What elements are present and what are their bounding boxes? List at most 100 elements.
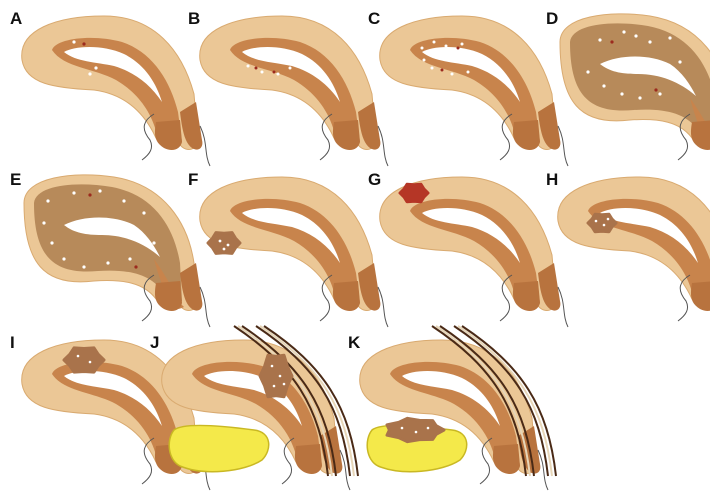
endometrial-spot-red bbox=[82, 42, 85, 45]
endometrial-spot bbox=[620, 92, 623, 95]
endometrial-spot bbox=[62, 257, 65, 260]
endometrial-spot bbox=[72, 191, 75, 194]
endometrial-spot bbox=[273, 385, 276, 388]
endometrial-spot bbox=[421, 47, 424, 50]
endometrial-spot bbox=[247, 65, 250, 68]
endometrial-spot bbox=[279, 375, 282, 378]
endometrial-spot bbox=[98, 189, 101, 192]
panel-e: E bbox=[10, 170, 210, 327]
endometrial-spot bbox=[638, 96, 641, 99]
panel-f: F bbox=[188, 170, 388, 327]
endometrial-spot bbox=[598, 38, 601, 41]
endometrial-spot bbox=[82, 265, 85, 268]
endometrial-spot bbox=[142, 211, 145, 214]
endometrial-spot bbox=[423, 59, 426, 62]
panel-label: G bbox=[368, 170, 381, 189]
cervix-lip-posterior bbox=[333, 281, 360, 311]
endometrial-spot bbox=[42, 221, 45, 224]
endometrial-spot bbox=[445, 45, 448, 48]
endometrial-spot bbox=[50, 241, 53, 244]
endometrial-spot-red bbox=[610, 40, 613, 43]
panel-label: A bbox=[10, 9, 22, 28]
endometrial-spot bbox=[277, 73, 280, 76]
endometrial-spot bbox=[471, 51, 474, 54]
endometrial-spot bbox=[415, 431, 418, 434]
endometrial-spot-red bbox=[457, 47, 460, 50]
myometrium bbox=[560, 14, 710, 150]
endometrial-spot bbox=[72, 40, 75, 43]
bladder bbox=[169, 425, 269, 471]
adenomyoma-nodule bbox=[588, 214, 616, 231]
endometrial-spot bbox=[607, 218, 610, 221]
external-endometriotic-nodule bbox=[64, 348, 104, 372]
panel-d: D bbox=[546, 9, 710, 166]
panel-label: E bbox=[10, 170, 21, 189]
panel-b: B bbox=[188, 9, 388, 166]
endometrial-spot bbox=[451, 73, 454, 76]
subserosal-nodule bbox=[400, 184, 428, 201]
panel-label: F bbox=[188, 170, 198, 189]
cervix-lip-posterior bbox=[691, 281, 710, 311]
endometrial-spot bbox=[622, 30, 625, 33]
endometrial-spot bbox=[46, 199, 49, 202]
endometrial-spot bbox=[431, 67, 434, 70]
panel-label: K bbox=[348, 333, 361, 352]
panel-label: J bbox=[150, 333, 159, 352]
endometrial-spot bbox=[128, 257, 131, 260]
endometrial-spot bbox=[603, 224, 606, 227]
endometrial-spot-red bbox=[88, 193, 91, 196]
panel-c: C bbox=[368, 9, 568, 166]
cervix-lip-posterior bbox=[513, 281, 540, 311]
cervix-lip-posterior bbox=[295, 444, 322, 474]
panel-a: A bbox=[10, 9, 210, 166]
cervix-lip-posterior bbox=[155, 281, 182, 311]
endometrial-spot bbox=[401, 427, 404, 430]
panel-label: D bbox=[546, 9, 558, 28]
endometrial-spot bbox=[602, 84, 605, 87]
endometrial-spot bbox=[89, 361, 92, 364]
endometrial-spot bbox=[586, 70, 589, 73]
endometrial-spot bbox=[467, 71, 470, 74]
cervix-lip-posterior bbox=[155, 120, 182, 150]
endometrial-spot bbox=[106, 261, 109, 264]
endometrial-spot bbox=[152, 241, 155, 244]
endometrial-spot bbox=[94, 66, 97, 69]
endometrial-spot bbox=[77, 355, 80, 358]
endometrial-spot-red bbox=[273, 71, 276, 74]
endometrial-spot bbox=[289, 67, 292, 70]
endometrial-spot bbox=[427, 427, 430, 430]
endometrial-spot bbox=[634, 34, 637, 37]
cervix-lip-posterior bbox=[493, 444, 520, 474]
endometrial-spot bbox=[261, 71, 264, 74]
panel-h: H bbox=[546, 170, 710, 327]
endometrial-spot bbox=[122, 199, 125, 202]
endometrial-spot bbox=[223, 248, 226, 251]
endometrial-spot bbox=[283, 383, 286, 386]
endometrial-spot-red bbox=[255, 67, 258, 70]
endometrial-spot-red bbox=[654, 88, 657, 91]
endometrial-spot bbox=[271, 365, 274, 368]
endometrial-spot-red bbox=[441, 69, 444, 72]
cervix-lip-posterior bbox=[691, 120, 710, 150]
panel-label: I bbox=[10, 333, 15, 352]
cervix-lip-posterior bbox=[333, 120, 360, 150]
endometrial-spot bbox=[648, 40, 651, 43]
endometrial-spot bbox=[668, 36, 671, 39]
endometrial-spot-red bbox=[134, 265, 137, 268]
rectovaginal-nodule bbox=[260, 355, 292, 397]
endometrial-spot bbox=[88, 72, 91, 75]
cervix-lip-posterior bbox=[513, 120, 540, 150]
panel-k: K bbox=[348, 326, 556, 490]
panel-label: H bbox=[546, 170, 558, 189]
endometrial-spot bbox=[461, 43, 464, 46]
panel-label: C bbox=[368, 9, 380, 28]
endometrial-spot bbox=[219, 240, 222, 243]
endometrial-spot bbox=[678, 60, 681, 63]
endometrial-spot bbox=[227, 244, 230, 247]
panel-label: B bbox=[188, 9, 200, 28]
endometrial-spot bbox=[595, 220, 598, 223]
endometrial-spot bbox=[658, 92, 661, 95]
endometrial-spot bbox=[433, 41, 436, 44]
panel-g: G bbox=[368, 170, 568, 327]
